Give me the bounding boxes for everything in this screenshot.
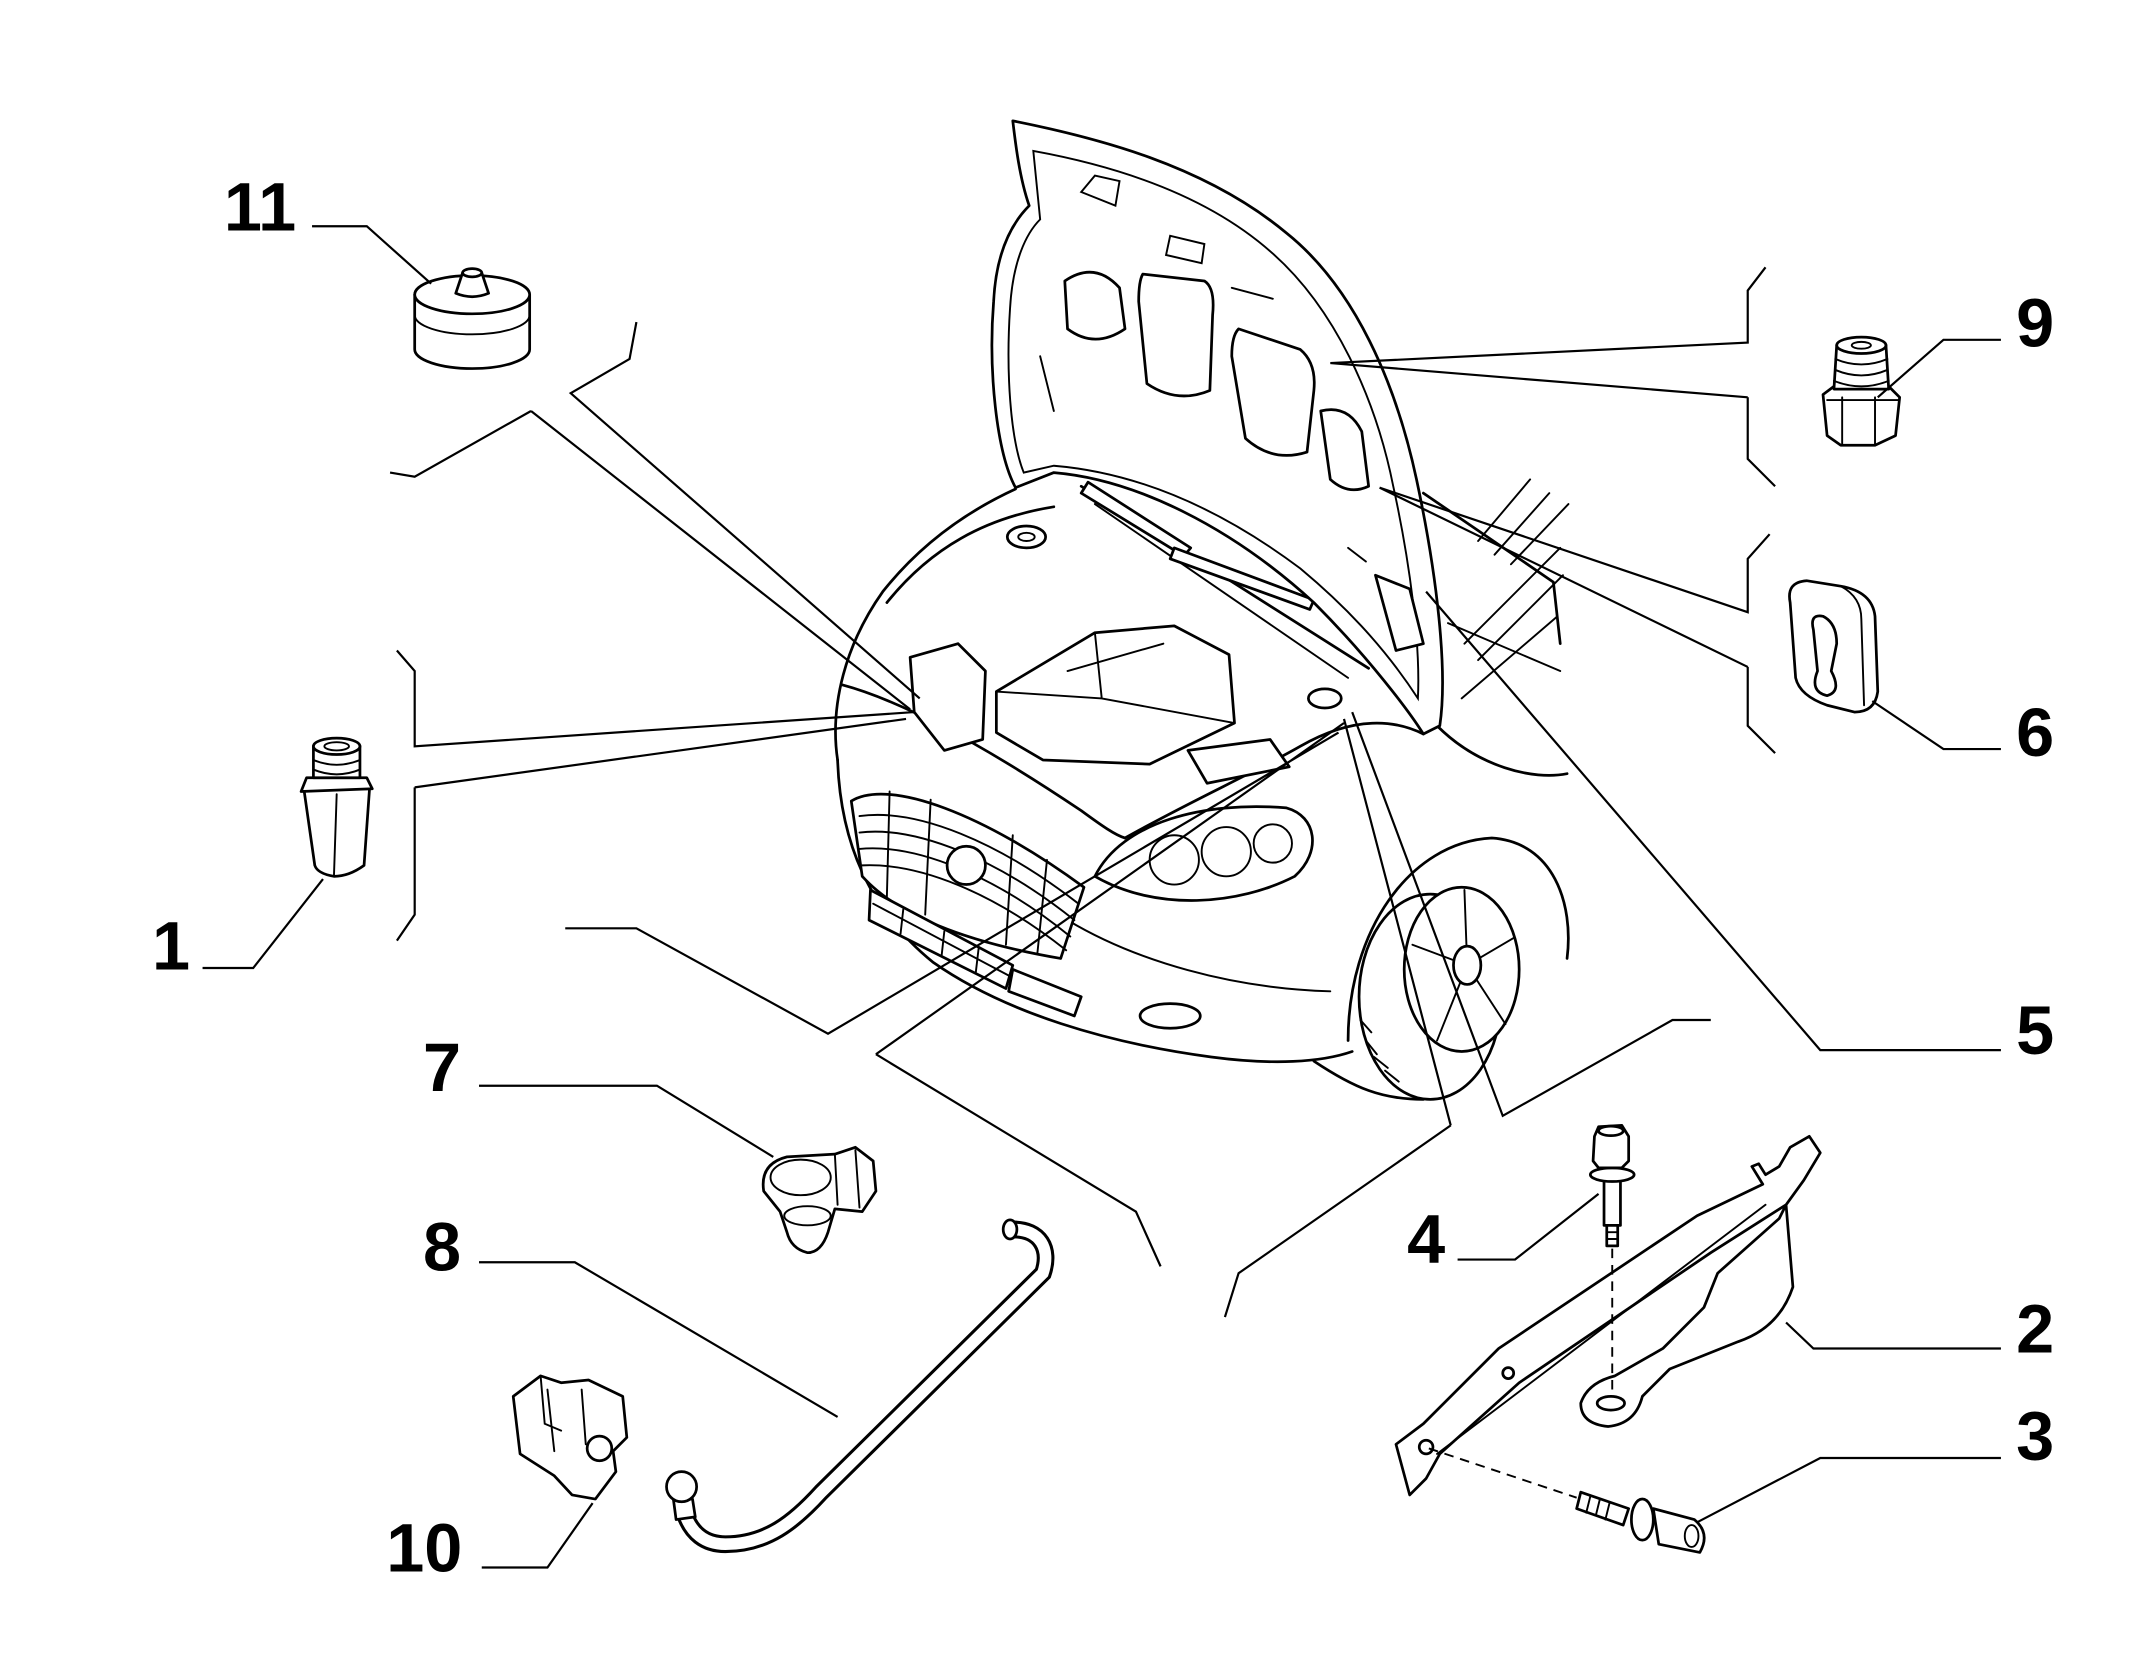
radiator-support-component [908, 642, 987, 752]
assembly-axis-line [1428, 1447, 1577, 1499]
fuse-box [1186, 738, 1291, 785]
lower-vent [1007, 968, 1083, 1018]
leader-8 [479, 1261, 839, 1418]
leader-4 [1457, 1192, 1600, 1261]
strut-tower-right [1307, 687, 1343, 710]
inner-fender-left [885, 505, 1056, 604]
callout-2: 2 [2016, 1291, 2054, 1368]
battery-box-edges [995, 631, 1236, 724]
leader-7 [479, 1084, 774, 1158]
lower-grille-bars [872, 902, 1012, 978]
leader-11 [312, 225, 432, 285]
leader-10 [481, 1502, 594, 1569]
callout-8: 8 [423, 1208, 461, 1285]
leader-3 [1696, 1456, 2001, 1524]
tire-tread [1359, 1019, 1400, 1083]
callout-11: 11 [224, 168, 296, 245]
car-front-view [834, 119, 1570, 1101]
location-brackets [389, 266, 1776, 1318]
headlight-lens [1200, 826, 1252, 878]
hood-inner-frame [1007, 149, 1420, 702]
hood-cutout [1063, 270, 1127, 341]
strut-tower-left-bolt [1017, 531, 1036, 542]
callout-9: 9 [2016, 285, 2054, 362]
part-3-hinge-bolt [1428, 1447, 1706, 1554]
hood-cutout [1137, 272, 1215, 398]
leader-6 [1871, 700, 2001, 751]
leader-1 [202, 878, 324, 970]
bracket-11 [389, 321, 921, 711]
callout-6: 6 [2016, 694, 2054, 771]
hood-cutout [1319, 408, 1370, 492]
callout-10: 10 [386, 1510, 462, 1587]
fog-light [1138, 1002, 1202, 1030]
part-11-rubber-stop [413, 267, 532, 370]
wheel-arch [1346, 836, 1570, 1042]
glass-shading [1460, 478, 1570, 700]
bracket-6 [1379, 486, 1776, 754]
callout-7: 7 [423, 1029, 461, 1106]
cowl-panel-lower [1093, 503, 1350, 679]
part-7-prop-rod-clip [761, 1145, 878, 1255]
leader-2 [1785, 1321, 2001, 1350]
hood [990, 119, 1444, 736]
underbody-line [1312, 1059, 1425, 1101]
part-4-hinge-bolt [1588, 1124, 1636, 1397]
callout-1: 1 [152, 907, 190, 984]
bay-front-edge [840, 683, 1127, 840]
hood-cutout [1230, 327, 1316, 457]
part-10-retaining-clip [511, 1374, 629, 1501]
left-fender-outline [834, 487, 1017, 762]
part-1-hood-bumper [299, 736, 374, 878]
part-2-hood-hinge [1394, 1134, 1822, 1497]
callout-labels: 11 9 6 1 5 7 4 8 2 3 10 [152, 168, 2054, 1586]
headlight [1093, 805, 1314, 902]
leader-lines [202, 225, 2001, 1569]
part-6-rubber-pad [1788, 579, 1880, 714]
a-pillar [1421, 491, 1562, 646]
right-fender-top [1123, 721, 1425, 840]
cowl-line [1447, 622, 1562, 672]
wiper-arm-right [1168, 546, 1316, 611]
strut-tower-left [1005, 524, 1047, 550]
battery-box [994, 624, 1236, 766]
bracket-9 [1330, 266, 1776, 488]
bracket-7-8 [565, 722, 1345, 1267]
part-8-hood-prop-rod [665, 1218, 1055, 1554]
hood-latch-bracket [1374, 573, 1425, 652]
side-body-line [1435, 724, 1569, 777]
callout-3: 3 [2016, 1397, 2054, 1474]
headlight-lens [1252, 823, 1293, 864]
leader-9 [1877, 338, 2001, 399]
part-9-adjustable-bumper [1821, 335, 1902, 447]
bracket-1 [395, 649, 915, 942]
brand-badge [945, 844, 987, 886]
wheel-hub [1452, 944, 1483, 986]
callout-4: 4 [1407, 1200, 1445, 1277]
hood-rib [1039, 174, 1367, 563]
leader-5 [1425, 590, 2001, 1052]
callout-5: 5 [2016, 992, 2054, 1069]
bracket-2-3-4 [1223, 711, 1711, 1318]
bumper-crease [1066, 919, 1332, 993]
